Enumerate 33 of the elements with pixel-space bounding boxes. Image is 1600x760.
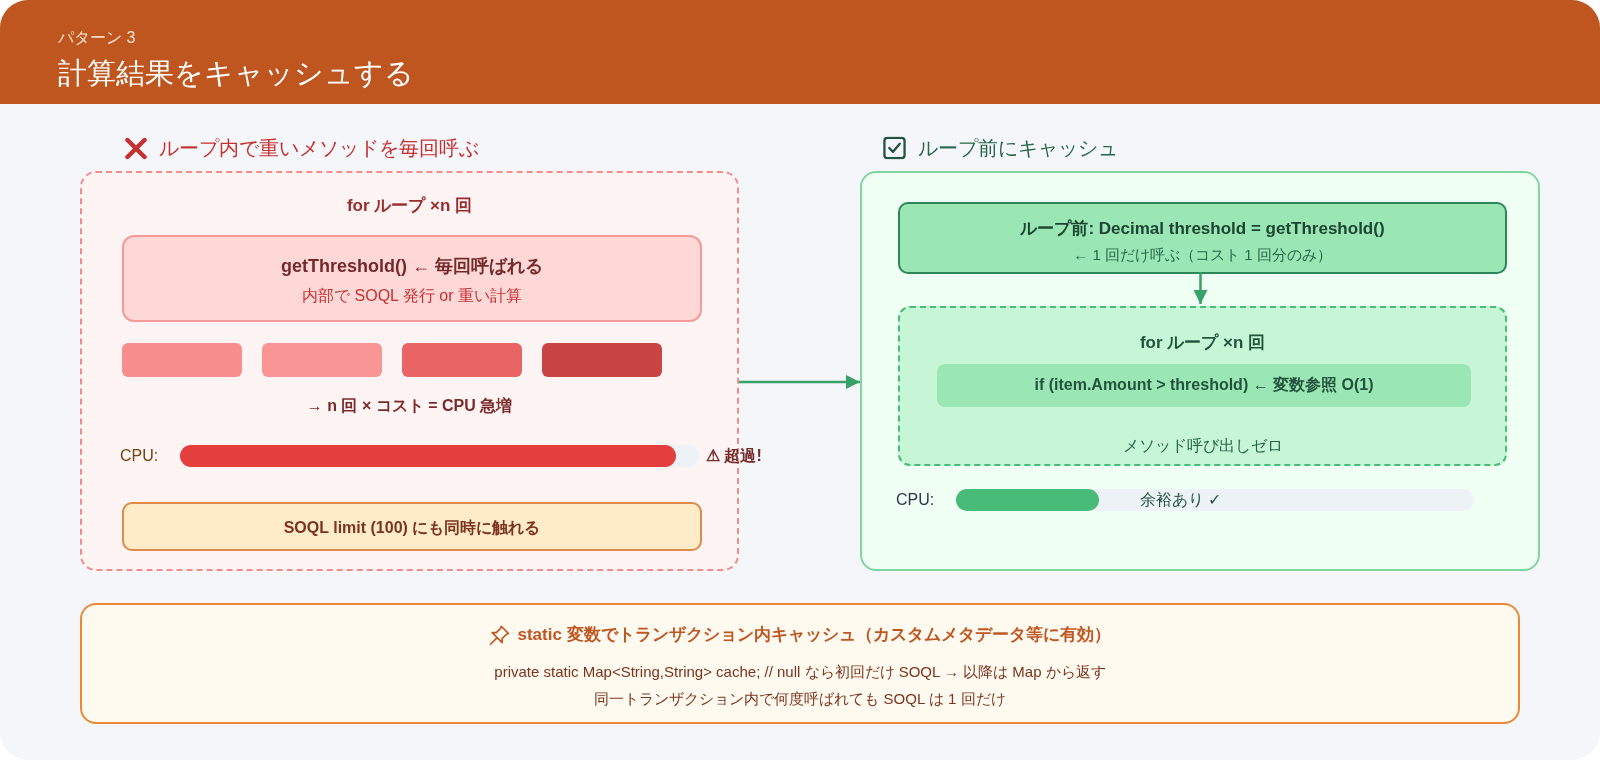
dashed-panel [898,306,1507,466]
cpu-label: CPU: [896,490,935,510]
code-text: private static Map<String,String> cache; // null なら初回だけ SOQL → 以降は Map から返す [494,662,1106,682]
arrow [739,375,860,389]
warning-text: SOQL limit (100) にも同時に触れる [283,518,541,538]
code-box [937,364,1471,407]
warning-box [122,502,702,551]
method-note: 内部で SOQL 発行 or 重い計算 [302,286,522,306]
warning-text: ⚠ 超過! [706,446,762,466]
code-text: ループ前: Decimal threshold = getThreshold() [1020,218,1385,240]
kicker-text: パターン 3 [58,28,136,48]
process-box [898,202,1507,274]
cpu-label: CPU: [120,446,159,466]
code-text: if (item.Amount > threshold) ← 変数参照 O(1) [1034,375,1374,395]
loop-heading: for ループ ×n 回 [1139,332,1266,354]
loop-heading: for ループ ×n 回 [346,195,473,217]
note-heading: static 変数でトランザクション内キャッシュ（カスタムメタデータ等に有効） [517,624,1111,646]
note-box [80,603,1520,724]
process-box [122,235,702,322]
cost-block [402,343,522,377]
summary-text: → n 回 × コスト = CPU 急増 [306,396,513,416]
title: 計算結果をキャッシュする [58,55,414,91]
section-heading: ループ前にキャッシュ [918,135,1118,161]
note-text: メソッド呼び出しゼロ [1122,436,1283,456]
cost-block [542,343,662,377]
cost-block [122,343,242,377]
method-name: getThreshold() ← 毎回呼ばれる [281,254,543,278]
cost-block [262,343,382,377]
note-text: ← 1 回だけ呼ぶ（コスト 1 回分のみ） [1073,245,1332,265]
section-heading: ループ内で重いメソッドを毎回呼ぶ [159,135,479,161]
status-text: 余裕あり ✓ [1140,490,1222,510]
arrow [1193,272,1208,304]
note-text: 同一トランザクション内で何度呼ばれても SOQL は 1 回だけ [594,689,1006,709]
